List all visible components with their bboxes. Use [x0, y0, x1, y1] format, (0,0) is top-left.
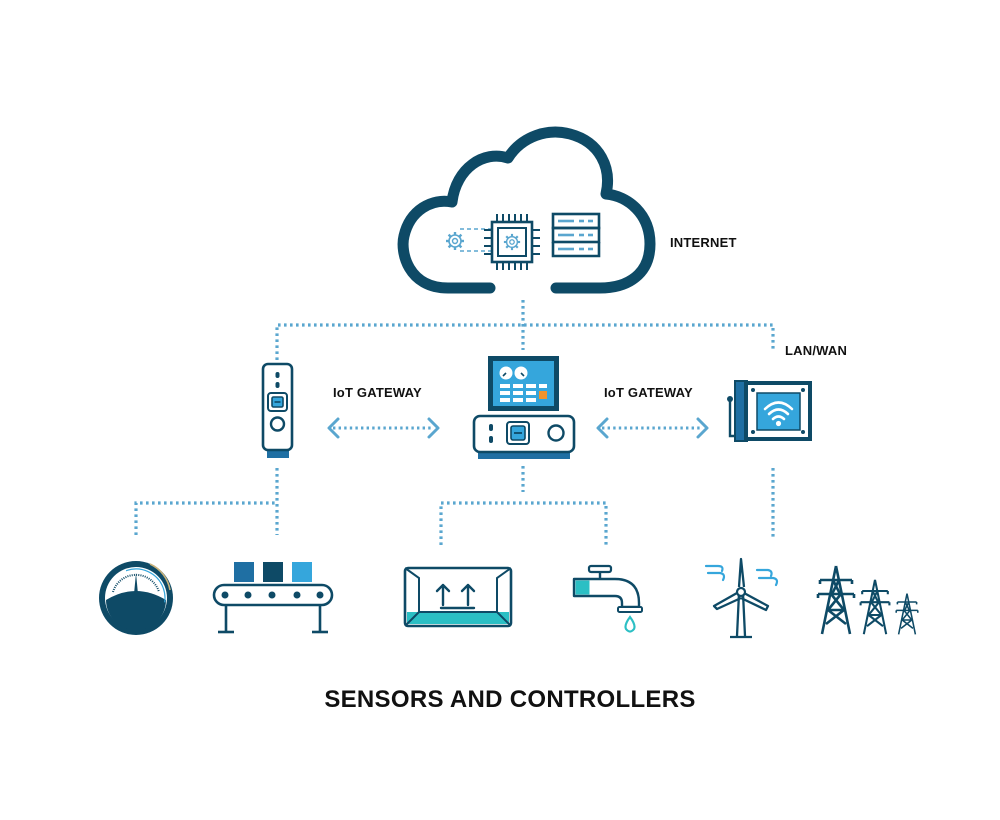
dial-gauges [499, 366, 528, 380]
bidirectional-arrow-left [327, 417, 440, 439]
alert-indicator [539, 391, 547, 399]
connector-lines [134, 300, 775, 545]
pressure-gauge-icon [99, 561, 173, 635]
usb-gateway-icon [261, 362, 294, 458]
gear-icon [444, 230, 466, 252]
bidirectional-arrow-right [596, 417, 709, 439]
water-faucet-icon [572, 564, 643, 633]
label-iot-gateway-left: IoT GATEWAY [333, 385, 422, 400]
package-this-side-up-icon [403, 566, 513, 628]
tower-large [816, 564, 856, 636]
server-stack-icon [551, 212, 601, 258]
label-lan-wan: LAN/WAN [785, 343, 848, 358]
wind-turbine-icon [704, 557, 779, 639]
label-iot-gateway-right: IoT GATEWAY [604, 385, 693, 400]
tower-medium [859, 578, 891, 636]
wifi-signal-icon [763, 401, 794, 421]
connector-left-sensor-bus [134, 501, 275, 535]
water-drop-icon [624, 615, 636, 633]
cloud-icon [397, 126, 656, 294]
wifi-router-icon [727, 380, 812, 442]
connector-center-sensor-bus [439, 501, 608, 545]
label-internet: INTERNET [670, 235, 737, 250]
control-panel-gateway-icon [472, 356, 576, 459]
tower-small [895, 592, 919, 636]
connector-wan-bus [275, 323, 775, 360]
power-transmission-towers-icon [816, 564, 919, 636]
diagram-title: SENSORS AND CONTROLLERS [324, 686, 696, 713]
conveyor-belt-icon [212, 562, 334, 634]
cpu-chip-icon [484, 214, 540, 270]
